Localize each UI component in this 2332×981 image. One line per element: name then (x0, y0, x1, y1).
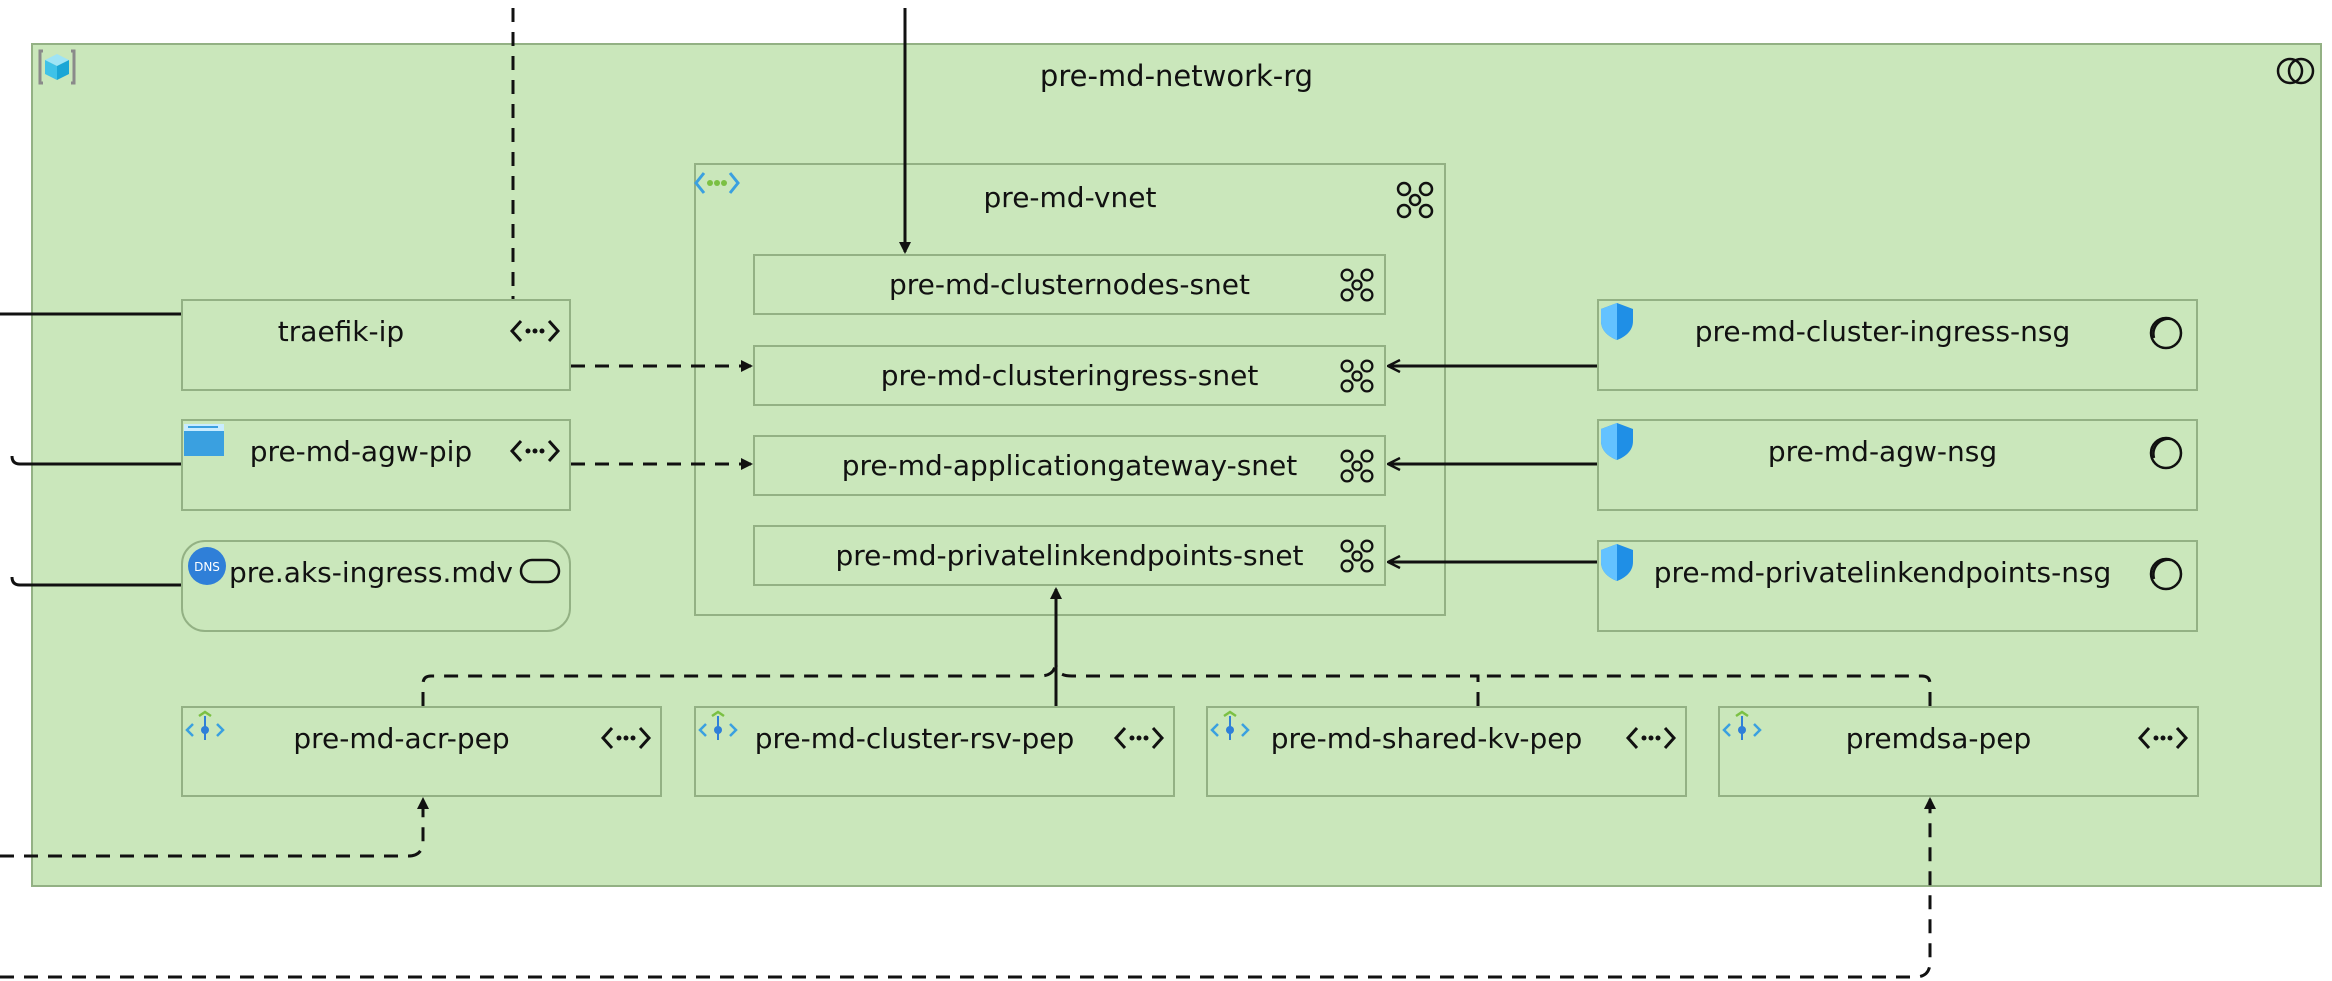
subnet-privatelinkendpoints[interactable]: pre-md-privatelinkendpoints-snet (753, 525, 1386, 586)
private-endpoint-cluster-rsv[interactable]: pre-md-cluster-rsv-pep (694, 706, 1175, 797)
subnet-clusteringress[interactable]: pre-md-clusteringress-snet (753, 345, 1386, 406)
subnet-label: pre-md-clusteringress-snet (880, 359, 1259, 392)
nsg-privatelinkendpoints[interactable]: pre-md-privatelinkendpoints-nsg (1597, 540, 2198, 632)
subnet-icon (1340, 449, 1374, 483)
endpoint-arrows-icon (1625, 726, 1677, 750)
private-endpoint-icon (1722, 710, 1762, 740)
subnet-clusternodes[interactable]: pre-md-clusternodes-snet (753, 254, 1386, 315)
endpoint-arrows-icon (600, 726, 652, 750)
endpoint-arrows-icon (1113, 726, 1165, 750)
resource-label: pre-md-agw-pip (249, 435, 473, 468)
resource-group-glyph-icon (2276, 57, 2315, 85)
nsg-label: pre-md-privatelinkendpoints-nsg (1653, 556, 2112, 589)
public-ip-agw[interactable]: pre-md-agw-pip (181, 419, 571, 511)
nsg-glyph-icon (2149, 316, 2183, 350)
subnet-label: pre-md-applicationgateway-snet (841, 449, 1298, 482)
private-endpoint-icon (698, 710, 738, 740)
resource-group-title: pre-md-network-rg (1039, 59, 1314, 93)
endpoint-arrows-icon (509, 439, 561, 463)
endpoint-arrows-icon (509, 319, 561, 343)
endpoint-label: pre-md-acr-pep (293, 722, 510, 755)
virtual-network-icon (694, 172, 740, 194)
nsg-label: pre-md-cluster-ingress-nsg (1694, 315, 2071, 348)
subnet-label: pre-md-clusternodes-snet (889, 268, 1250, 301)
subnet-applicationgateway[interactable]: pre-md-applicationgateway-snet (753, 435, 1386, 496)
private-endpoint-icon (185, 710, 225, 740)
public-ip-traefik[interactable]: traefik-ip (181, 299, 571, 391)
resource-label: traefik-ip (277, 315, 405, 348)
svg-text:DNS: DNS (194, 560, 220, 574)
endpoint-arrows-icon (2137, 726, 2189, 750)
subnet-icon (1340, 539, 1374, 573)
subnet-icon (1340, 359, 1374, 393)
subnet-icon (1340, 268, 1374, 302)
shield-icon (1601, 544, 1633, 581)
nsg-glyph-icon (2149, 436, 2183, 470)
private-endpoint-shared-kv[interactable]: pre-md-shared-kv-pep (1206, 706, 1687, 797)
shield-icon (1601, 423, 1633, 460)
nsg-glyph-icon (2149, 557, 2183, 591)
vnet-subnet-glyph-icon (1396, 181, 1434, 219)
private-endpoint-premdsa[interactable]: premdsa-pep (1718, 706, 2199, 797)
private-endpoint-icon (1210, 710, 1250, 740)
shield-icon (1601, 303, 1633, 340)
resource-group-icon (38, 49, 76, 85)
nsg-cluster-ingress[interactable]: pre-md-cluster-ingress-nsg (1597, 299, 2198, 391)
public-ip-icon (184, 424, 224, 456)
subnet-label: pre-md-privatelinkendpoints-snet (835, 539, 1304, 572)
rounded-rect-glyph-icon (519, 558, 561, 584)
dns-icon: DNS (188, 547, 226, 585)
nsg-agw[interactable]: pre-md-agw-nsg (1597, 419, 2198, 511)
resource-label: pre.aks-ingress.mdv (229, 556, 513, 589)
dns-zone[interactable]: DNS pre.aks-ingress.mdv (181, 540, 571, 632)
private-endpoint-acr[interactable]: pre-md-acr-pep (181, 706, 662, 797)
nsg-label: pre-md-agw-nsg (1767, 435, 1998, 468)
vnet-title: pre-md-vnet (983, 181, 1157, 214)
endpoint-label: pre-md-cluster-rsv-pep (754, 722, 1075, 755)
endpoint-label: premdsa-pep (1845, 722, 2032, 755)
endpoint-label: pre-md-shared-kv-pep (1270, 722, 1583, 755)
